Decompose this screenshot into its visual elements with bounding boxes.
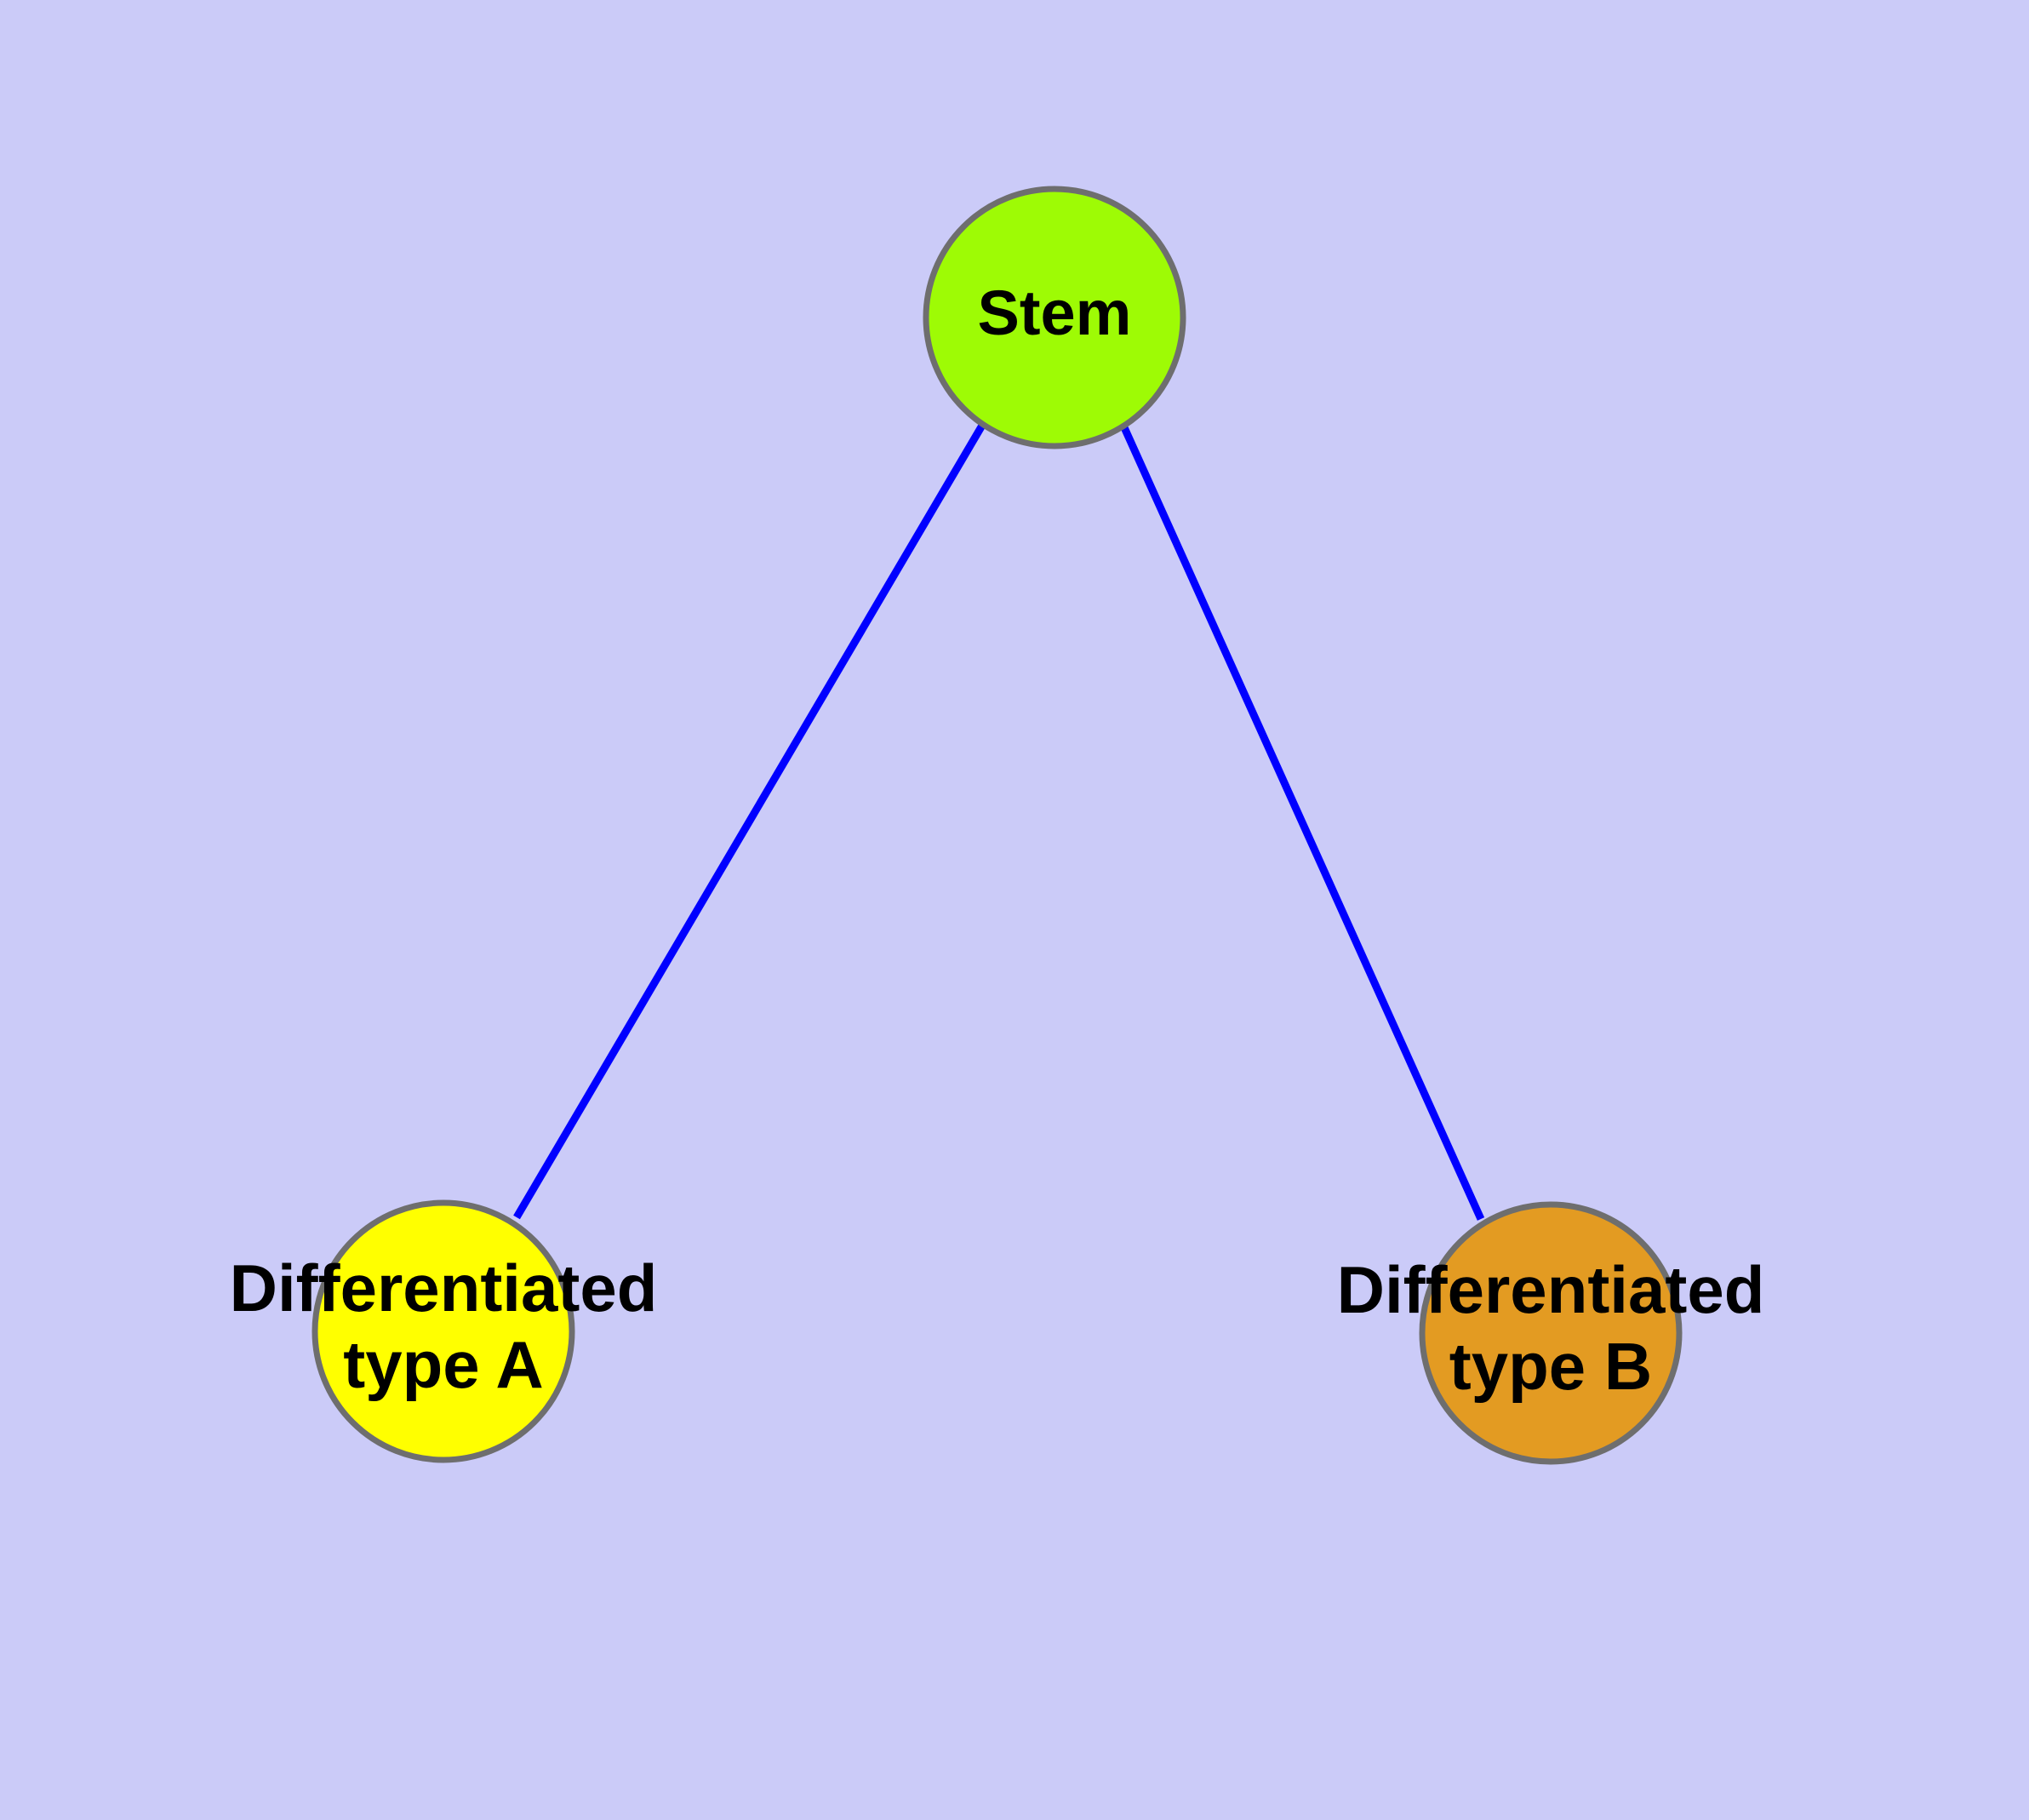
label-line: Differentiated — [1337, 1251, 1765, 1326]
edge-stem-to-differentiated-type-b — [1119, 424, 1485, 1221]
node-stem-circle[interactable] — [923, 186, 1186, 449]
edges-layer — [513, 421, 1485, 1221]
label-line: Differentiated — [230, 1250, 658, 1325]
node-stem[interactable]: Stem — [923, 186, 1186, 449]
node-stem-label: Stem — [978, 278, 1132, 348]
edge-stem-to-differentiated-type-a — [513, 421, 986, 1220]
node-differentiated-type-a-circle[interactable] — [311, 1199, 575, 1463]
label-line: type B — [1449, 1329, 1652, 1404]
label-line: Stem — [978, 278, 1132, 348]
label-line: type A — [343, 1327, 544, 1402]
node-differentiated-type-b-circle[interactable] — [1419, 1201, 1683, 1465]
